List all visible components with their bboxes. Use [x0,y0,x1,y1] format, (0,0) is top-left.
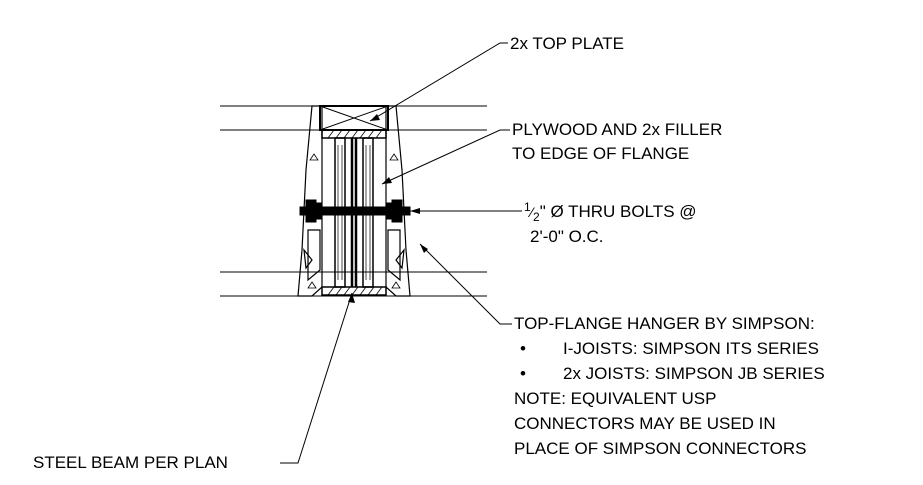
bullet-2: • [520,364,526,383]
note-line-2: CONNECTORS MAY BE USED IN [514,414,776,433]
floor-joist-lines [220,105,487,297]
filler-label-line1: PLYWOOD AND 2x FILLER [512,120,723,139]
bullet-1: • [520,339,526,358]
steel-beam-label: STEEL BEAM PER PLAN [33,453,228,472]
hanger-item-2x-joists: 2x JOISTS: SIMPSON JB SERIES [563,364,825,383]
fraction-denominator: 2 [533,210,540,224]
fraction-numerator: 1 [524,200,531,214]
note-line-1: NOTE: EQUIVALENT USP [514,389,717,408]
leader-lines [280,42,522,464]
filler-blocks [321,129,387,296]
hanger-item-ijoists: I-JOISTS: SIMPSON ITS SERIES [563,339,819,358]
filler-label-line2: TO EDGE OF FLANGE [512,144,690,163]
leader-arrows [348,114,428,303]
top-plate-label: 2x TOP PLATE [510,34,625,53]
thru-bolt [299,199,411,223]
note-line-3: PLACE OF SIMPSON CONNECTORS [514,439,807,458]
hanger-title: TOP-FLANGE HANGER BY SIMPSON: [514,314,815,333]
thru-bolts-label-line1: 1⁄2" Ø THRU BOLTS @ [524,200,697,224]
thru-bolts-label-line2: 2'-0" O.C. [530,227,604,246]
thru-bolts-text: " Ø THRU BOLTS @ [539,202,697,221]
top-flange-hangers [297,105,411,297]
